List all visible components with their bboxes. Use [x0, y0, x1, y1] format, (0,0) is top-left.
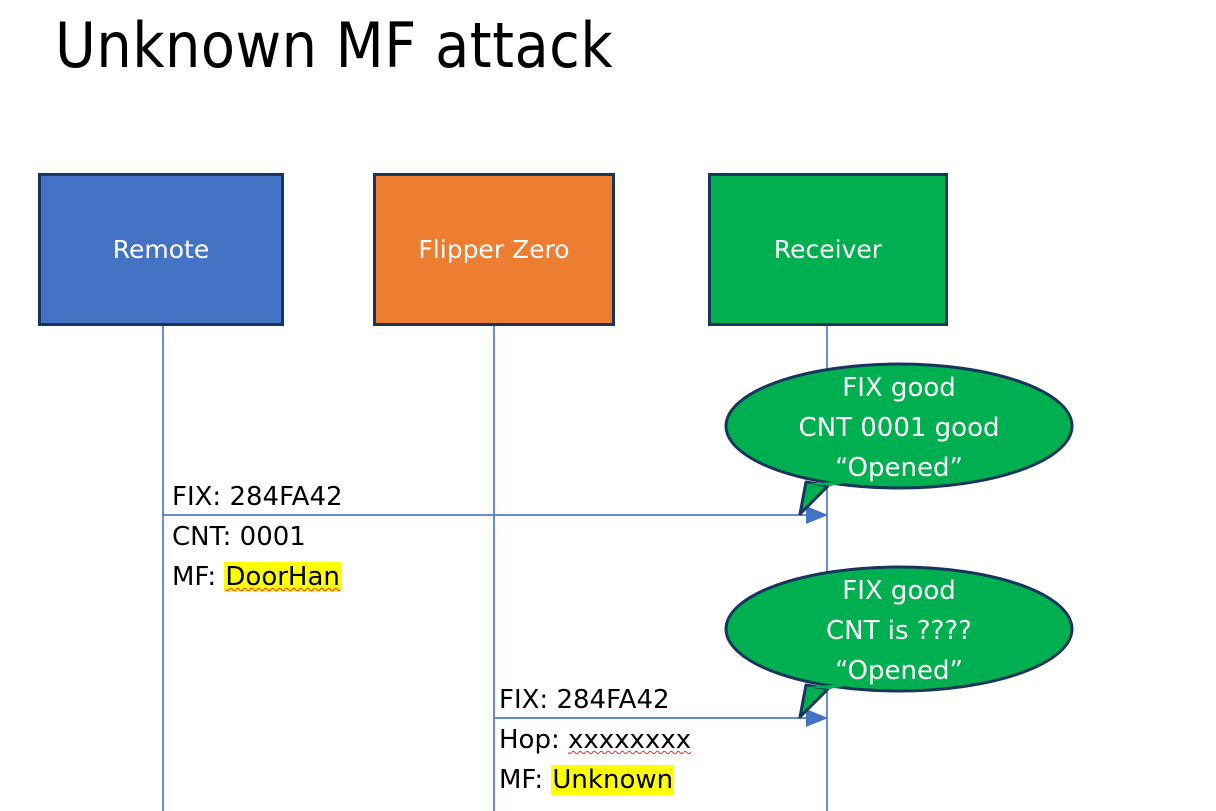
- message-2-line-2-prefix: Hop:: [499, 725, 568, 755]
- message-2-line-1-prefix: FIX:: [499, 685, 557, 715]
- message-1-line-1: FIX: 284FA42: [172, 477, 343, 517]
- message-2-line-1-value: 284FA42: [556, 685, 670, 715]
- actor-box-receiver[interactable]: Receiver: [708, 173, 948, 326]
- message-1-line-2: CNT: 0001: [172, 517, 306, 557]
- callout-bubble-1[interactable]: FIX good CNT 0001 good “Opened”: [718, 358, 1080, 523]
- message-1-line-3: MF: DoorHan: [172, 557, 341, 597]
- actor-label-flipper: Flipper Zero: [418, 235, 570, 264]
- message-1-line-1-value: 284FA42: [229, 482, 343, 512]
- actor-label-receiver: Receiver: [773, 235, 883, 264]
- message-1-line-2-value: 0001: [239, 522, 306, 552]
- message-2-line-3-prefix: MF:: [499, 765, 552, 795]
- message-2-line-3-value: Unknown: [551, 765, 675, 795]
- message-2-line-2: Hop: xxxxxxxx: [499, 720, 691, 760]
- message-2-line-2-value: xxxxxxxx: [568, 725, 692, 755]
- actor-label-remote: Remote: [112, 235, 210, 264]
- actor-box-flipper[interactable]: Flipper Zero: [373, 173, 615, 326]
- message-2-line-3: MF: Unknown: [499, 760, 675, 800]
- callout-shape-2: [724, 565, 1074, 719]
- message-1-line-3-value: DoorHan: [224, 562, 341, 592]
- callout-shape-1: [724, 362, 1074, 516]
- message-1-line-2-prefix: CNT:: [172, 522, 240, 552]
- actor-box-remote[interactable]: Remote: [38, 173, 284, 326]
- page-title: Unknown MF attack: [55, 9, 614, 82]
- message-1-line-1-prefix: FIX:: [172, 482, 230, 512]
- callout-bubble-2[interactable]: FIX good CNT is ???? “Opened”: [718, 561, 1080, 726]
- message-2-line-1: FIX: 284FA42: [499, 680, 670, 720]
- message-1-line-3-prefix: MF:: [172, 562, 225, 592]
